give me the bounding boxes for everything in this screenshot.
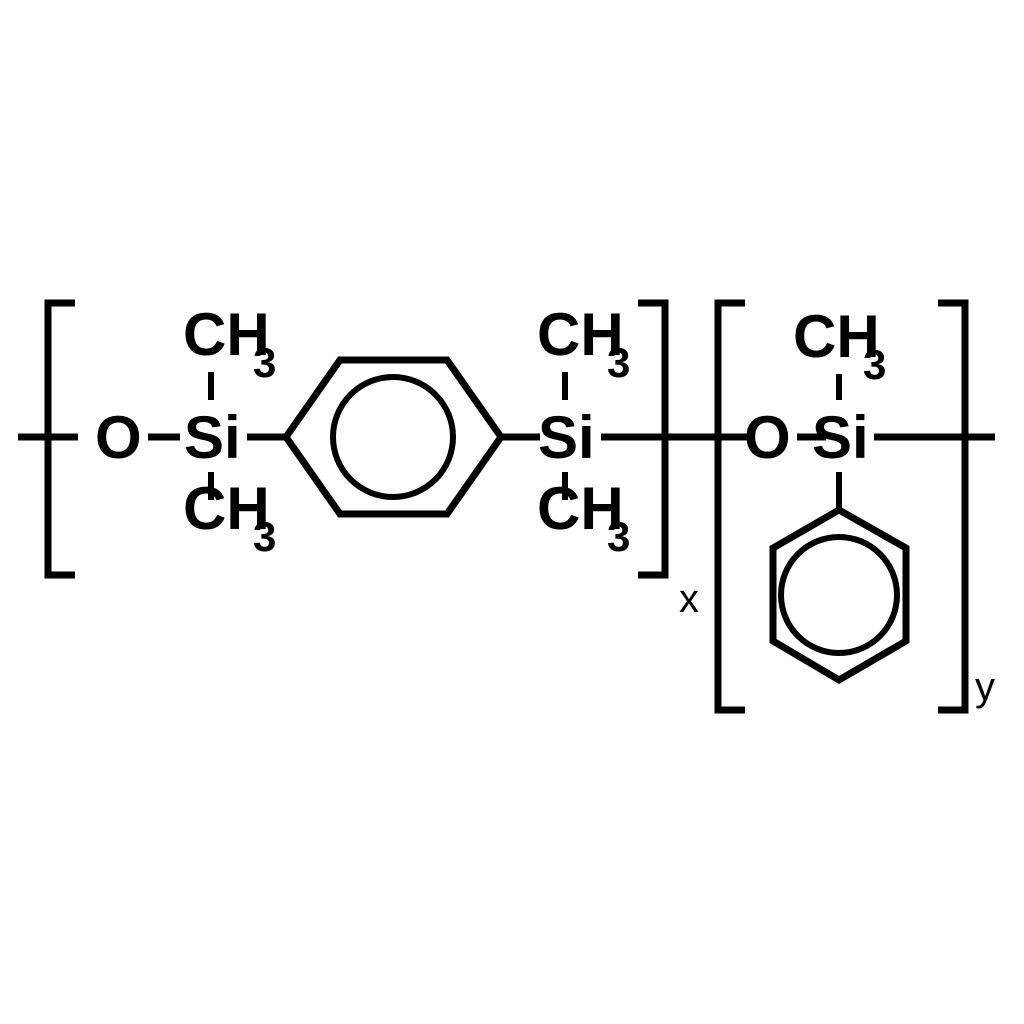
- silicon-mid-label: Si: [538, 404, 595, 471]
- methyl-mid-top-subscript: 3: [607, 339, 630, 386]
- bracket-open-x: [44, 299, 75, 579]
- methyl-left-top-subscript: 3: [253, 339, 276, 386]
- bracket-close-y: [938, 299, 969, 714]
- methyl-right-top-label: CH: [793, 303, 880, 370]
- phenyl-ring: [769, 505, 910, 685]
- repeat-subscript-x: x: [679, 577, 699, 621]
- bracket-open-y: [714, 299, 745, 714]
- phenyl-aromatic-circle: [778, 534, 900, 656]
- oxygen-right-label: O: [744, 404, 791, 471]
- repeat-subscript-y: y: [975, 665, 995, 709]
- bracket-close-x: [638, 299, 669, 579]
- methyl-right-top-subscript: 3: [863, 341, 886, 388]
- methyl-left-bottom-subscript: 3: [253, 513, 276, 560]
- methyl-left-top-label: CH: [183, 301, 270, 368]
- phenylene-aromatic-circle: [330, 374, 456, 500]
- methyl-mid-top-label: CH: [537, 301, 624, 368]
- methyl-left-bottom-label: CH: [183, 475, 270, 542]
- silicon-right-label: Si: [812, 404, 869, 471]
- silicon-left-label: Si: [184, 404, 241, 471]
- oxygen-left-label: O: [95, 404, 142, 471]
- methyl-mid-bottom-label: CH: [537, 475, 624, 542]
- phenylene-ring: [281, 356, 506, 518]
- methyl-mid-bottom-subscript: 3: [607, 513, 630, 560]
